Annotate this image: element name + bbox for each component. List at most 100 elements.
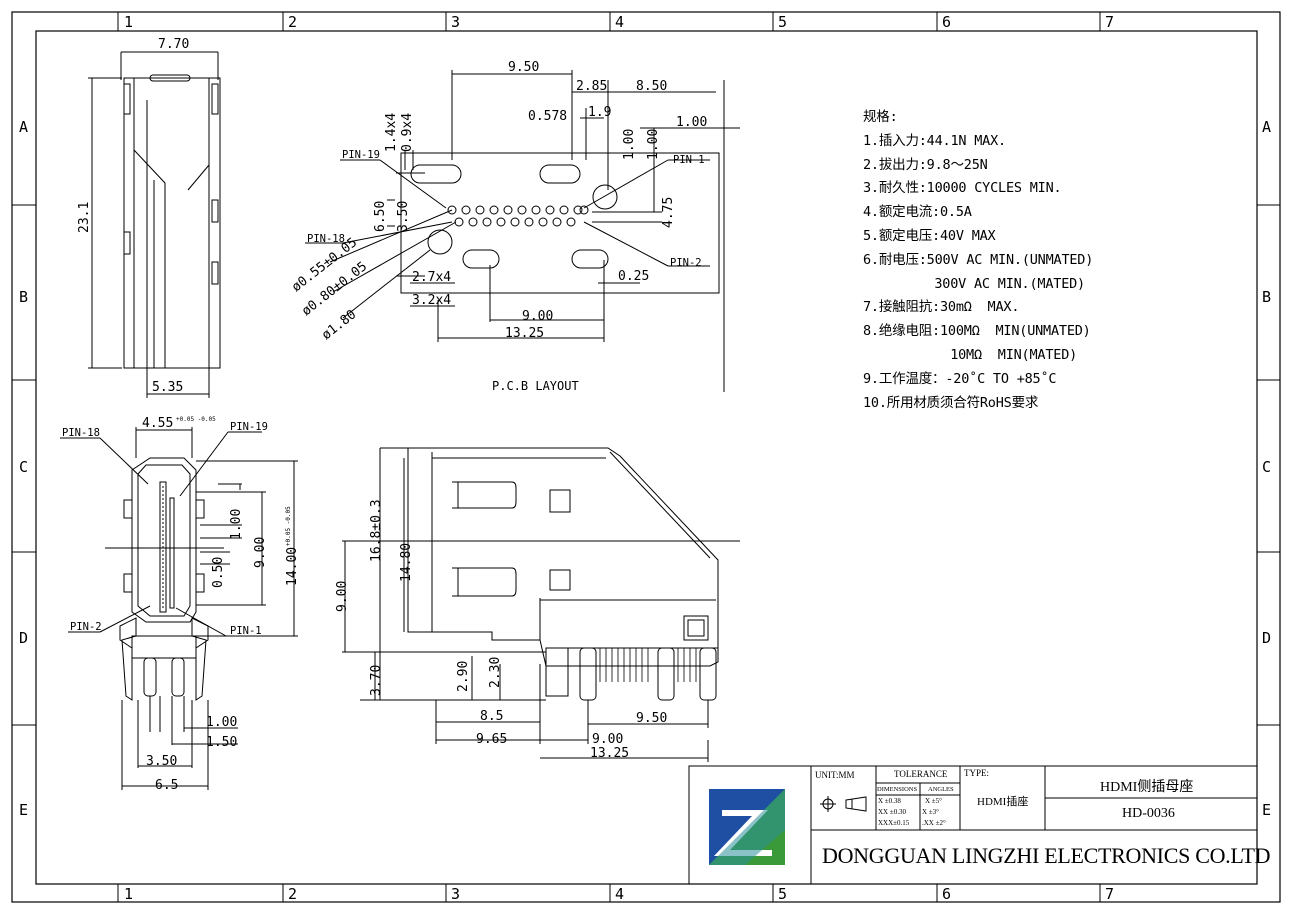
front-pin2-label: PIN-2 [70,621,102,633]
side-dim-231: 23.1 [77,202,92,233]
front-view [60,427,298,790]
col-label-bottom-2: 2 [288,885,297,903]
profile-dim-900b: 9.00 [592,732,623,747]
front-pin19-label: PIN-19 [230,421,268,433]
unit-label: UNIT:MM [815,770,855,780]
pcb-dim-09x4: 0.9x4 [400,113,415,152]
part-number: HD-0036 [1122,806,1175,821]
row-label-left-e: E [19,801,28,819]
spec-line-3: 3.耐久性:10000 CYCLES MIN. [863,180,1062,197]
pcb-dim-14x4: 1.4x4 [384,113,399,152]
profile-dim-290: 2.90 [456,661,471,692]
col-label-bottom-3: 3 [451,885,460,903]
tol-ang-row-3: .XX ±2° [922,819,946,827]
pcb-dim-1325: 13.25 [505,326,544,341]
company-logo [709,789,785,865]
profile-dim-1480: 14.80 [399,543,414,582]
pcb-pin1-label: PIN-1 [673,154,705,166]
pcb-dim-100a: 1.00 [676,115,707,130]
front-dim-100b: 1.00 [206,715,237,730]
profile-dim-900: 9.00 [335,581,350,612]
spec-line-6: 6.耐电压:500V AC MIN.(UNMATED) [863,251,1094,268]
tol-ang-row-2: X ±3° [922,808,939,816]
side-dim-535: 5.35 [152,380,183,395]
tol-dim-row-2: XX ±0.30 [878,808,906,816]
front-dim-350: 3.50 [146,754,177,769]
angles-label: ANGLES [928,786,954,793]
company-name: DONGGUAN LINGZHI ELECTRONICS CO.LTD [822,843,1271,868]
front-dim-455: 4.55 [142,416,173,431]
front-dim-100: 1.00 [229,509,244,540]
row-label-right-d: D [1262,629,1271,647]
front-dim-1400-tol: +0.05 -0.05 [285,506,292,546]
pcb-pin2-label: PIN-2 [670,257,702,269]
profile-dim-168: 16.8±0.3 [369,499,384,562]
pcb-dim-475: 4.75 [661,197,676,228]
tolerance-label: TOLERANCE [894,769,948,779]
col-label-top-2: 2 [288,13,297,31]
row-label-right-a: A [1262,118,1271,136]
spec-line-5: 5.额定电压:40V MAX [863,227,996,244]
specs-heading: 规格: [863,109,898,125]
col-label-bottom-5: 5 [778,885,787,903]
spec-line-8b: 10MΩ MIN(MATED) [863,346,1078,363]
pcb-dim-phi180: ø1.80 [319,307,359,343]
profile-dim-965: 9.65 [476,732,507,747]
pcb-dim-850: 8.50 [636,79,667,94]
profile-dim-230: 2.30 [488,657,503,688]
title-block [688,765,1258,885]
col-label-bottom-4: 4 [615,885,624,903]
row-label-right-b: B [1262,288,1271,306]
col-label-top-4: 4 [615,13,624,31]
type-label: TYPE: [964,768,990,778]
front-dim-65: 6.5 [155,778,178,793]
pcb-title: P.C.B LAYOUT [492,379,579,393]
pcb-dim-100b: 1.00 [622,129,637,160]
spec-line-8: 8.绝缘电阻:100MΩ MIN(UNMATED) [863,323,1091,340]
pcb-dim-650: 6.50 [373,201,388,232]
col-label-bottom-6: 6 [942,885,951,903]
pcb-dim-285: 2.85 [576,79,607,94]
col-label-top-1: 1 [124,13,133,31]
col-label-top-5: 5 [778,13,787,31]
spec-line-1: 1.插入力:44.1N MAX. [863,132,1006,149]
col-label-bottom-1: 1 [124,885,133,903]
front-dim-150: 1.50 [206,735,237,750]
pcb-dim-0578: 0.578 [528,109,567,124]
row-label-left-c: C [19,458,28,476]
front-dim-455-tol: +0.05 -0.05 [176,416,216,423]
row-label-right-c: C [1262,458,1271,476]
profile-dim-370: 3.70 [369,665,384,696]
front-dim-900: 9.00 [253,537,268,568]
pcb-dim-19: 1.9 [588,105,611,120]
outer-frame [11,11,1281,903]
col-label-bottom-7: 7 [1105,885,1114,903]
inner-frame [35,30,1258,885]
front-pin1-label: PIN-1 [230,625,262,637]
spec-line-2: 2.拔出力:9.8～25N [863,156,988,173]
row-label-left-b: B [19,288,28,306]
pcb-dim-950: 9.50 [508,60,539,75]
col-label-top-7: 7 [1105,13,1114,31]
pcb-dim-100c: 1.00 [646,129,661,160]
pcb-dim-025: 0.25 [618,269,649,284]
tol-ang-row-1: X ±5° [925,797,942,805]
side-dim-770: 7.70 [158,37,189,52]
col-label-top-6: 6 [942,13,951,31]
profile-view [342,447,740,762]
tol-dim-row-3: XXX±0.15 [878,819,910,827]
row-label-left-d: D [19,629,28,647]
spec-line-9: 9.工作温度：-20˚C TO +85˚C [863,370,1057,387]
pcb-pin19-label: PIN-19 [342,149,380,161]
column-markers [12,12,1280,902]
specifications: 规格: 1.插入力:44.1N MAX. 2.拔出力:9.8～25N 3.耐久性… [863,106,1093,415]
pcb-dim-350: 3.50 [396,201,411,232]
dimensions-label: DIMENSIONS [877,786,918,793]
pcb-layout [305,70,740,392]
side-view [88,51,221,398]
front-dim-1400: 14.00 [285,547,300,586]
spec-line-4: 4.额定电流:0.5A [863,204,972,221]
spec-line-6b: 300V AC MIN.(MATED) [863,275,1085,292]
front-pin18-label: PIN-18 [62,427,100,439]
